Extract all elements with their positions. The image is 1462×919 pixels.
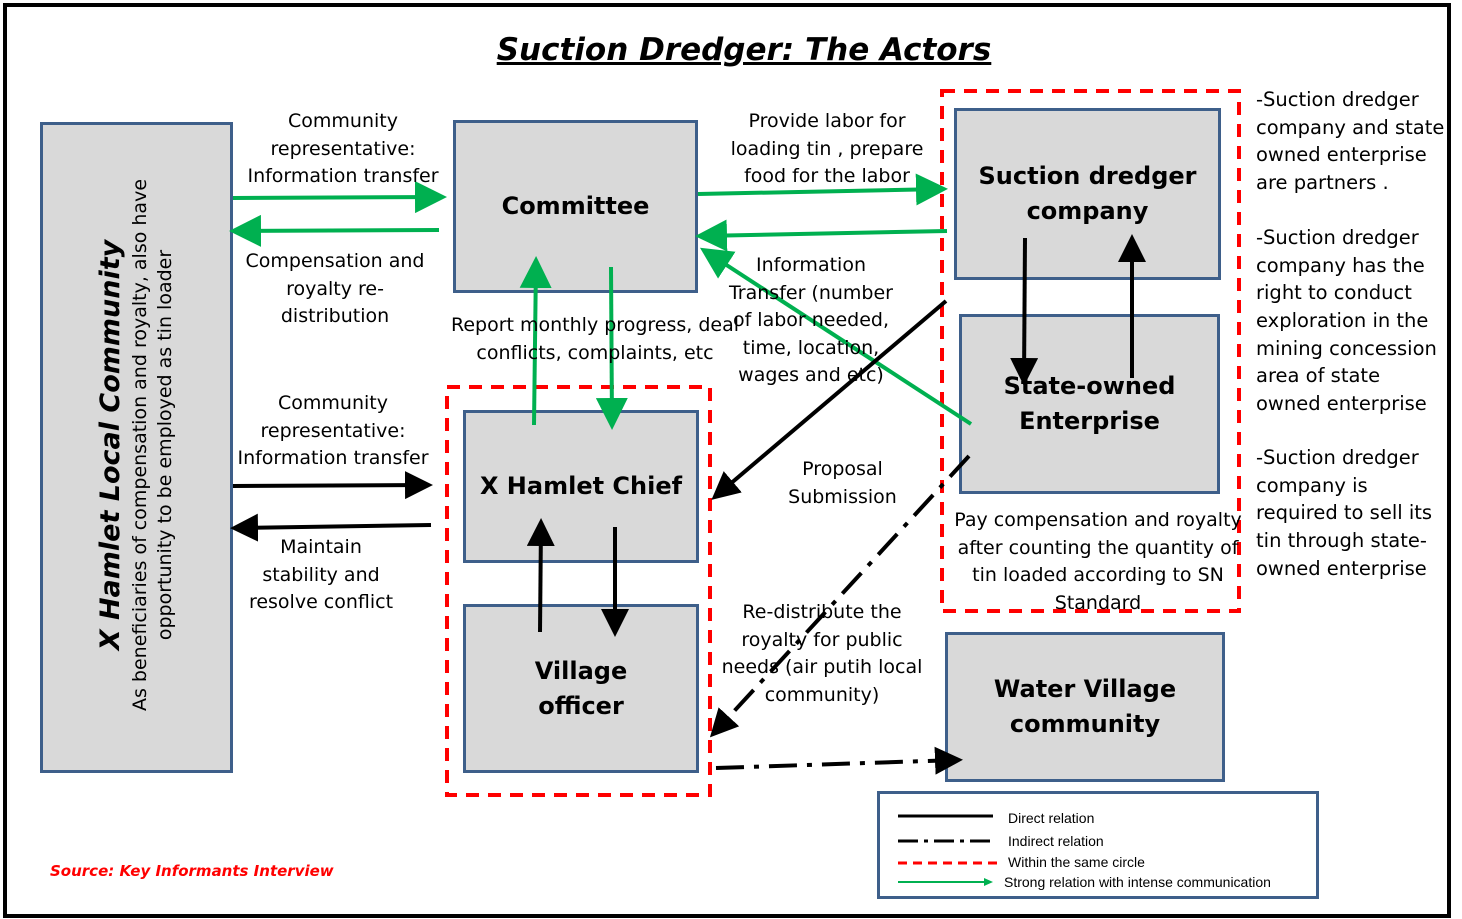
- label-redistribute-royalty: Re-distribute the royalty for public nee…: [721, 601, 923, 706]
- arrow-officer-to-water-village-indirect: [715, 746, 963, 775]
- legend-row-strong: Strong relation with intense communicati…: [880, 872, 1316, 892]
- arrow-committee-to-community: [229, 214, 440, 247]
- state-owned-box: State-owned Enterprise: [959, 314, 1220, 494]
- legend-strong-label: Strong relation with intense communicati…: [1004, 874, 1271, 890]
- legend-same-circle-swatch: [898, 861, 998, 865]
- arrow-community-to-committee: [232, 181, 447, 214]
- legend-row-same-circle: Within the same circle: [880, 852, 1316, 872]
- arrow-committee-to-chief: [595, 266, 628, 430]
- legend-indirect-label: Indirect relation: [1008, 833, 1104, 849]
- legend-direct-label: Direct relation: [1008, 810, 1095, 826]
- arrow-company-to-state-owned: [1010, 237, 1039, 386]
- label-report-monthly: Report monthly progress, deal conflicts,…: [450, 314, 740, 364]
- community-box: [40, 122, 233, 773]
- side-note-sell-tin: -Suction dredger company is required to …: [1256, 446, 1433, 580]
- legend-same-circle-label: Within the same circle: [1008, 854, 1145, 870]
- suction-dredger-box: Suction dredger company: [954, 108, 1221, 280]
- label-community-representative-1: Community representative: Information tr…: [247, 110, 439, 188]
- label-compensation-redistribution: Compensation and royalty re-distribution: [245, 250, 425, 328]
- side-note-exploration: -Suction dredger company has the right t…: [1256, 226, 1437, 416]
- source-note: Source: Key Informants Interview: [50, 862, 334, 880]
- label-community-representative-2: Community representative: Information tr…: [237, 392, 429, 470]
- same-circle-company-boundary: [940, 89, 1241, 613]
- legend-direct-swatch: [898, 814, 993, 818]
- label-information-transfer: Information Transfer (number of labor ne…: [728, 254, 893, 387]
- committee-label: Committee: [501, 192, 650, 221]
- arrow-committee-to-company: [697, 173, 948, 206]
- arrow-community-to-chief: [232, 471, 433, 500]
- arrow-company-to-committee: [695, 219, 948, 252]
- village-officer-label: Village officer: [534, 656, 628, 720]
- label-proposal-submission: Proposal Submission: [788, 458, 897, 508]
- label-provide-labor: Provide labor for loading tin , prepare …: [730, 110, 924, 188]
- arrow-state-owned-to-officer-indirect: [709, 454, 971, 738]
- label-pay-compensation: Pay compensation and royalty after count…: [954, 509, 1242, 614]
- village-officer-box: Village officer: [463, 604, 699, 773]
- diagram-frame: [3, 3, 1451, 918]
- diagram-title: Suction Dredger: The Actors: [496, 32, 992, 68]
- legend-row-direct: Direct relation: [880, 808, 1316, 828]
- arrow-chief-to-community: [230, 513, 432, 542]
- arrow-officer-to-chief: [526, 518, 555, 633]
- water-village-box: Water Village community: [945, 632, 1225, 782]
- legend-strong-swatch: [898, 878, 993, 886]
- arrow-company-to-chief: [711, 299, 948, 500]
- water-village-label: Water Village community: [993, 675, 1177, 738]
- legend: Direct relation Indirect relation Within…: [877, 791, 1319, 899]
- arrow-chief-to-committee: [519, 256, 552, 426]
- same-circle-hamlet-boundary: [445, 385, 712, 797]
- legend-row-indirect: Indirect relation: [880, 831, 1316, 851]
- label-maintain-stability: Maintain stability and resolve conflict: [248, 536, 394, 614]
- hamlet-chief-box: X Hamlet Chief: [463, 410, 699, 563]
- side-note-partners: -Suction dredger company and state owned…: [1256, 88, 1445, 195]
- arrow-state-owned-to-committee: [699, 247, 973, 426]
- committee-box: Committee: [453, 120, 698, 293]
- suction-dredger-label: Suction dredger company: [978, 162, 1197, 225]
- legend-indirect-swatch: [898, 839, 996, 843]
- hamlet-chief-label: X Hamlet Chief: [479, 472, 683, 501]
